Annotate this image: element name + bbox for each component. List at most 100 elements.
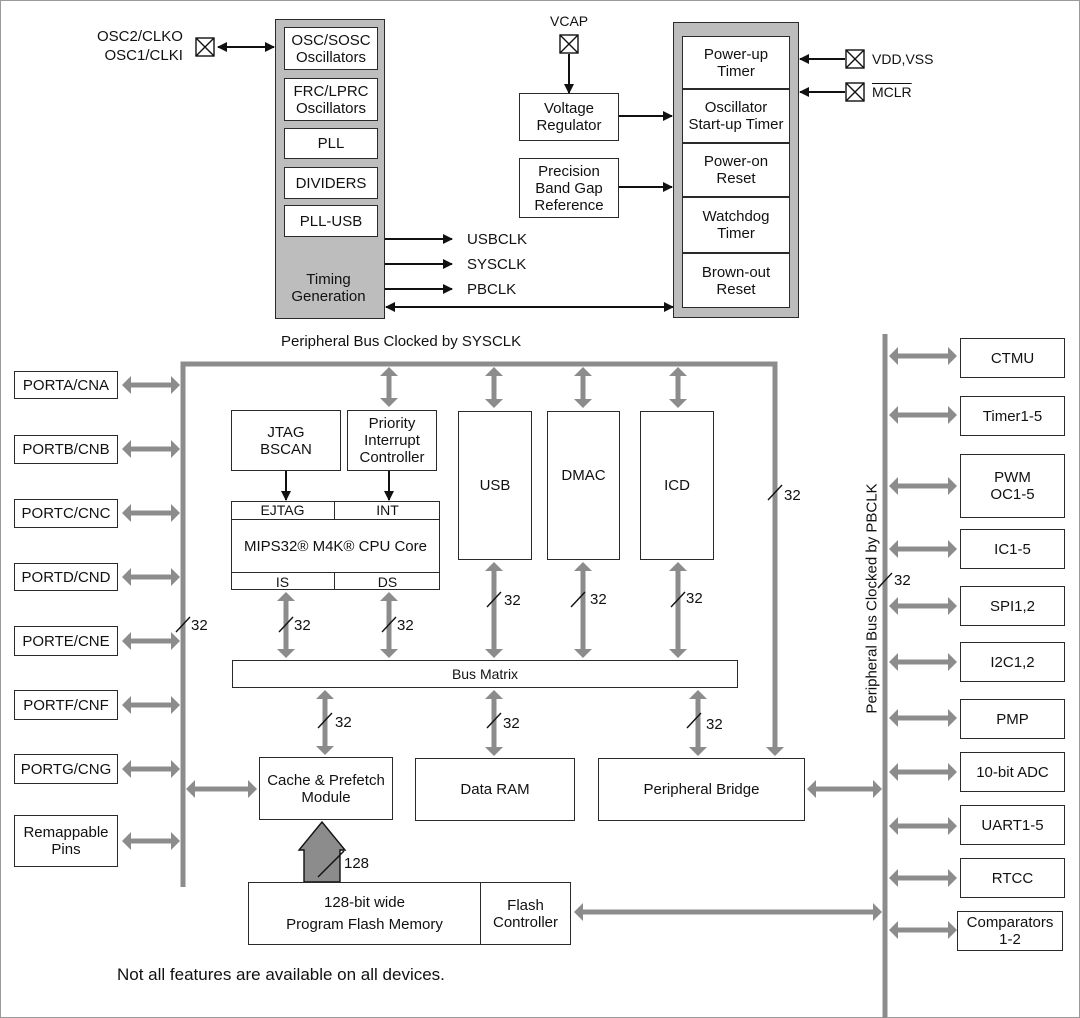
cpu-core-label: MIPS32® M4K® CPU Core [244, 537, 427, 555]
peripheral-bus-arrow-2 [889, 477, 957, 495]
port-bus-arrow-3 [122, 568, 180, 586]
matrix-ram-arrow [485, 690, 503, 756]
mclr-pin-x-icon [845, 82, 865, 102]
usb-block: USB [458, 411, 532, 560]
width-label-bridge: 32 [706, 716, 723, 733]
vcap-pin-x-icon [559, 34, 579, 54]
vdd-vss-label: VDD,VSS [872, 51, 934, 67]
osc-sosc-block: OSC/SOSC Oscillators [284, 27, 378, 70]
power-on-reset-block: Power-on Reset [682, 143, 790, 197]
comparators-block: Comparators 1-2 [957, 911, 1063, 951]
usb-matrix-arrow [485, 562, 503, 658]
port-bus-arrow-7 [122, 832, 180, 850]
flash-controller-block: Flash Controller [480, 882, 571, 945]
port-bus-arrow-6 [122, 760, 180, 778]
port-g-block: PORTG/CNG [14, 754, 118, 784]
width-label-icd: 32 [686, 590, 703, 607]
brown-out-reset-block: Brown-out Reset [682, 253, 790, 308]
bridge-pb-bus-arrow [807, 780, 882, 798]
dmac-matrix-arrow [574, 562, 592, 658]
timing-generation-label: Timing Generation [291, 271, 366, 305]
icd-matrix-arrow [669, 562, 687, 658]
width-label-cache: 32 [335, 714, 352, 731]
pll-block: PLL [284, 128, 378, 159]
width-label-usb: 32 [504, 592, 521, 609]
power-up-timer-block: Power-up Timer [682, 36, 790, 89]
bandgap-reference-block: Precision Band Gap Reference [519, 158, 619, 218]
priority-interrupt-controller-block: Priority Interrupt Controller [347, 410, 437, 471]
uart-block: UART1-5 [960, 805, 1065, 845]
peripheral-bus-arrow-10 [889, 921, 957, 939]
cpu-core-block [231, 501, 440, 590]
pmp-block: PMP [960, 699, 1065, 739]
dmac-block: DMAC [547, 411, 620, 560]
port-bus-arrow-2 [122, 504, 180, 522]
oscillator-startup-timer-block: Oscillator Start-up Timer [682, 89, 790, 143]
bus-to-interrupt-arrow [380, 367, 398, 407]
footnote: Not all features are available on all de… [117, 965, 445, 984]
vcap-label: VCAP [550, 13, 589, 29]
peripheral-bus-arrow-7 [889, 763, 957, 781]
port-bus-arrow-0 [122, 376, 180, 394]
port-bus-arrow-1 [122, 440, 180, 458]
peripheral-bus-arrow-8 [889, 817, 957, 835]
timer-block: Timer1-5 [960, 396, 1065, 436]
remappable-pins-block: Remappable Pins [14, 815, 118, 867]
peripheral-bus-arrow-1 [889, 406, 957, 424]
peripheral-bus-arrow-0 [889, 347, 957, 365]
width-label-left-bus: 32 [191, 617, 208, 634]
input-capture-block: IC1-5 [960, 529, 1065, 569]
matrix-bridge-arrow [689, 690, 707, 756]
width-label-right-bus: 32 [784, 487, 801, 504]
width-label-ds: 32 [397, 617, 414, 634]
sysclk-label: SYSCLK [467, 256, 527, 273]
port-bus-arrow-5 [122, 696, 180, 714]
sysclk-bus-bridge-arrow [766, 720, 784, 756]
bus-to-icd-arrow [669, 367, 687, 408]
flash-controller-pb-bus-arrow [574, 903, 882, 921]
bus-matrix-block: Bus Matrix [232, 660, 738, 688]
peripheral-bus-arrow-3 [889, 540, 957, 558]
port-c-block: PORTC/CNC [14, 499, 118, 528]
cache-prefetch-block: Cache & Prefetch Module [259, 757, 393, 820]
port-b-block: PORTB/CNB [14, 435, 118, 464]
peripheral-bus-arrow-6 [889, 709, 957, 727]
matrix-cache-arrow [316, 690, 334, 755]
is-port: IS [231, 572, 335, 590]
rtcc-block: RTCC [960, 858, 1065, 898]
adc-block: 10-bit ADC [960, 752, 1065, 792]
frc-lprc-block: FRC/LPRC Oscillators [284, 78, 378, 121]
program-flash-memory-block: 128-bit wide Program Flash Memory [248, 882, 481, 945]
peripheral-bus-arrow-4 [889, 597, 957, 615]
data-ram-block: Data RAM [415, 758, 575, 821]
ds-port: DS [335, 572, 440, 590]
pbclk-label: PBCLK [467, 281, 517, 298]
width-label-ram: 32 [503, 715, 520, 732]
flash-wide-arrow [297, 820, 347, 883]
port-e-block: PORTE/CNE [14, 626, 118, 656]
mclr-label: MCLR [872, 84, 912, 100]
usbclk-label: USBCLK [467, 231, 528, 248]
width-label-dmac: 32 [590, 591, 607, 608]
left-bus-cache-arrow [186, 780, 257, 798]
osc-pin-x-icon [195, 37, 215, 57]
dividers-block: DIVIDERS [284, 167, 378, 199]
peripheral-bus-arrow-5 [889, 653, 957, 671]
spi-block: SPI1,2 [960, 586, 1065, 626]
sysclk-bus-label: Peripheral Bus Clocked by SYSCLK [281, 333, 522, 350]
i2c-block: I2C1,2 [960, 642, 1065, 682]
vdd-pin-x-icon [845, 49, 865, 69]
int-port: INT [335, 501, 440, 520]
icd-block: ICD [640, 411, 714, 560]
pwm-oc-block: PWM OC1-5 [960, 454, 1065, 518]
bus-to-usb-arrow [485, 367, 503, 408]
width-label-flash: 128 [344, 855, 370, 872]
peripheral-bus-arrow-9 [889, 869, 957, 887]
ctmu-block: CTMU [960, 338, 1065, 378]
width-label-is: 32 [294, 617, 311, 634]
port-f-block: PORTF/CNF [14, 690, 118, 720]
jtag-bscan-block: JTAG BSCAN [231, 410, 341, 471]
voltage-regulator-block: Voltage Regulator [519, 93, 619, 141]
ejtag-port: EJTAG [231, 501, 335, 520]
